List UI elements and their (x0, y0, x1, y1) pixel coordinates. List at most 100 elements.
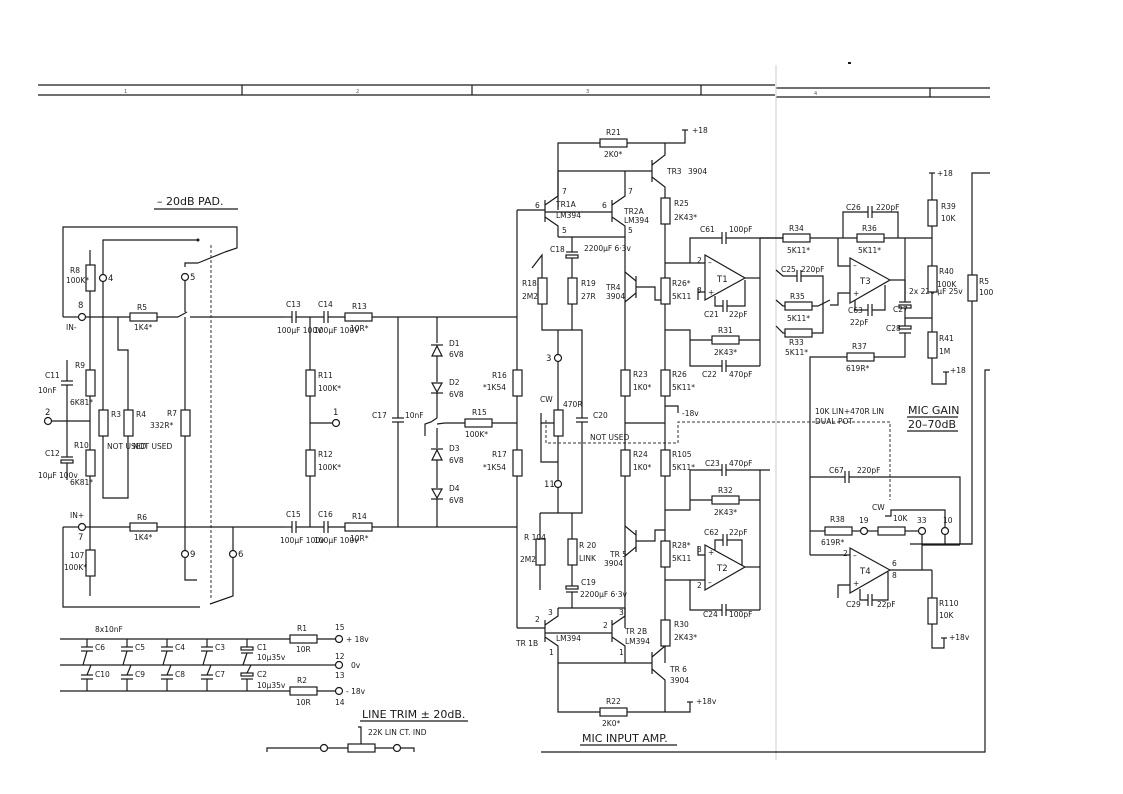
c24-ref: C24 (703, 610, 718, 619)
r41-value: 1M (939, 347, 950, 356)
r104-value: 2M2 (520, 555, 536, 564)
in-plus-label: IN+ (70, 511, 84, 520)
c2-value: 10µ35v (257, 681, 286, 690)
r8-value: 100K* (66, 276, 89, 285)
t1-plus: + (708, 288, 714, 297)
resistor-r3 (98, 409, 109, 437)
tr1b-value: LM394 (556, 634, 581, 643)
terminal-in-minus (77, 312, 87, 322)
resistor-r12 (305, 449, 316, 477)
zone-header: 1 2 3 4 (38, 62, 990, 760)
c20-ref: C20 (593, 411, 608, 420)
r3-value: NOT USED (107, 442, 146, 451)
resistor-r16 (512, 369, 523, 397)
r23-ref: R23 (633, 370, 648, 379)
tr1a-pin7: 7 (562, 187, 567, 196)
r16-ref: R16 (492, 371, 507, 380)
c17-ref: C17 (372, 411, 387, 420)
terminal-15 (334, 634, 344, 644)
r18-value: 2M2 (522, 292, 538, 301)
r11-value: 100K* (318, 384, 341, 393)
resistor-r28 (660, 540, 671, 568)
resistor-r10 (85, 449, 96, 477)
r5b-ref: R5 (979, 277, 989, 286)
r19-ref: R19 (581, 279, 596, 288)
r32-ref: R32 (718, 486, 733, 495)
r40-value: 100K (937, 280, 957, 289)
c15-ref: C15 (286, 510, 301, 519)
resistor-r38 (824, 526, 853, 536)
terminal-6-label: 6 (238, 550, 243, 560)
t4-pin2: 2 (843, 549, 848, 558)
r34-value: 5K11* (787, 246, 810, 255)
terminal-10 (940, 526, 950, 536)
terminal-19-label: 19 (859, 516, 869, 525)
tr3-ref: TR3 (666, 167, 682, 176)
resistor-r40 (927, 265, 938, 293)
r17-ref: R17 (492, 450, 507, 459)
terminal-6 (228, 549, 238, 559)
c4-ref: C4 (175, 643, 185, 652)
t2-pin2: 2 (697, 581, 702, 590)
tr6-ref: TR 6 (669, 665, 687, 674)
resistor-r9 (85, 369, 96, 397)
c25-value: 220pF (801, 265, 824, 274)
zone-number-2: 2 (356, 89, 359, 95)
r19-value: 27R (581, 292, 596, 301)
c27-ref: C27 (893, 305, 908, 314)
r15-ref: R15 (472, 408, 487, 417)
terminal-in-plus (77, 522, 87, 532)
c13-value: 100µF 100V (277, 326, 323, 335)
terminal-5 (180, 272, 190, 282)
r10-value: 6K81* (70, 478, 93, 487)
tr1b-ref: TR 1B (515, 639, 538, 648)
terminal-14-label: 14 (335, 698, 345, 707)
t2-ref: T2 (716, 564, 728, 574)
resistor-r36 (856, 233, 885, 243)
r33-ref: R33 (789, 338, 804, 347)
r39-ref: R39 (941, 202, 956, 211)
resistor-r37 (846, 352, 875, 362)
resistor-r41 (927, 331, 938, 359)
c28-ref: C28 (886, 324, 901, 333)
pad-title: – 20dB PAD. (157, 195, 223, 208)
resistor-r39 (927, 199, 938, 227)
r9-value: 6K81* (70, 398, 93, 407)
c16-value: 100µF 100v (314, 536, 359, 545)
terminal-3 (553, 353, 563, 363)
line-trim-pot-label: 22K LIN CT. IND (368, 728, 427, 737)
r28-ref: R28* (672, 541, 691, 550)
dual-pot-note-2: DUAL POT (815, 417, 853, 426)
c61-value: 100pF (729, 225, 752, 234)
r5-ref: R5 (137, 303, 147, 312)
r14-value: 10R* (350, 534, 369, 543)
c23-value: 470pF (729, 459, 752, 468)
r33-value: 5K11* (785, 348, 808, 357)
r105-ref: R105 (672, 450, 692, 459)
t2-minus: – (708, 578, 712, 587)
c1-value: 10µ35v (257, 653, 286, 662)
r4-ref: R4 (136, 410, 146, 419)
t1-minus: – (708, 258, 712, 267)
pot470-value: 470R (563, 400, 583, 409)
c25-ref: C25 (781, 265, 796, 274)
r37-ref: R37 (852, 342, 867, 351)
power-decoupling: 8x10nF C6 C5 C4 C3 C1 10µ35v C10 C9 (60, 623, 369, 707)
rail-plus18v-bottom: +18v (696, 697, 717, 706)
c1-ref: C1 (257, 643, 267, 652)
c17-value: 10nF (405, 411, 424, 420)
resistor-r5 (129, 312, 158, 322)
resistor-r7 (180, 409, 191, 437)
c8-ref: C8 (175, 670, 185, 679)
r21-ref: R21 (606, 128, 621, 137)
supply-plus18: + 18v (346, 635, 369, 644)
mic-input-amp: R21 2K0* +18 TR3 3904 6 7 5 TR1A LM394 6… (515, 126, 891, 753)
r24-value: 1K0* (633, 463, 651, 472)
c19-value: 2200µF 6·3v (580, 590, 627, 599)
d4-ref: D4 (449, 484, 460, 493)
r32-value: 2K43* (714, 508, 737, 517)
line-trim-terminal-b (392, 743, 402, 753)
zone-number-4: 4 (814, 91, 817, 97)
terminal-33 (917, 526, 927, 536)
